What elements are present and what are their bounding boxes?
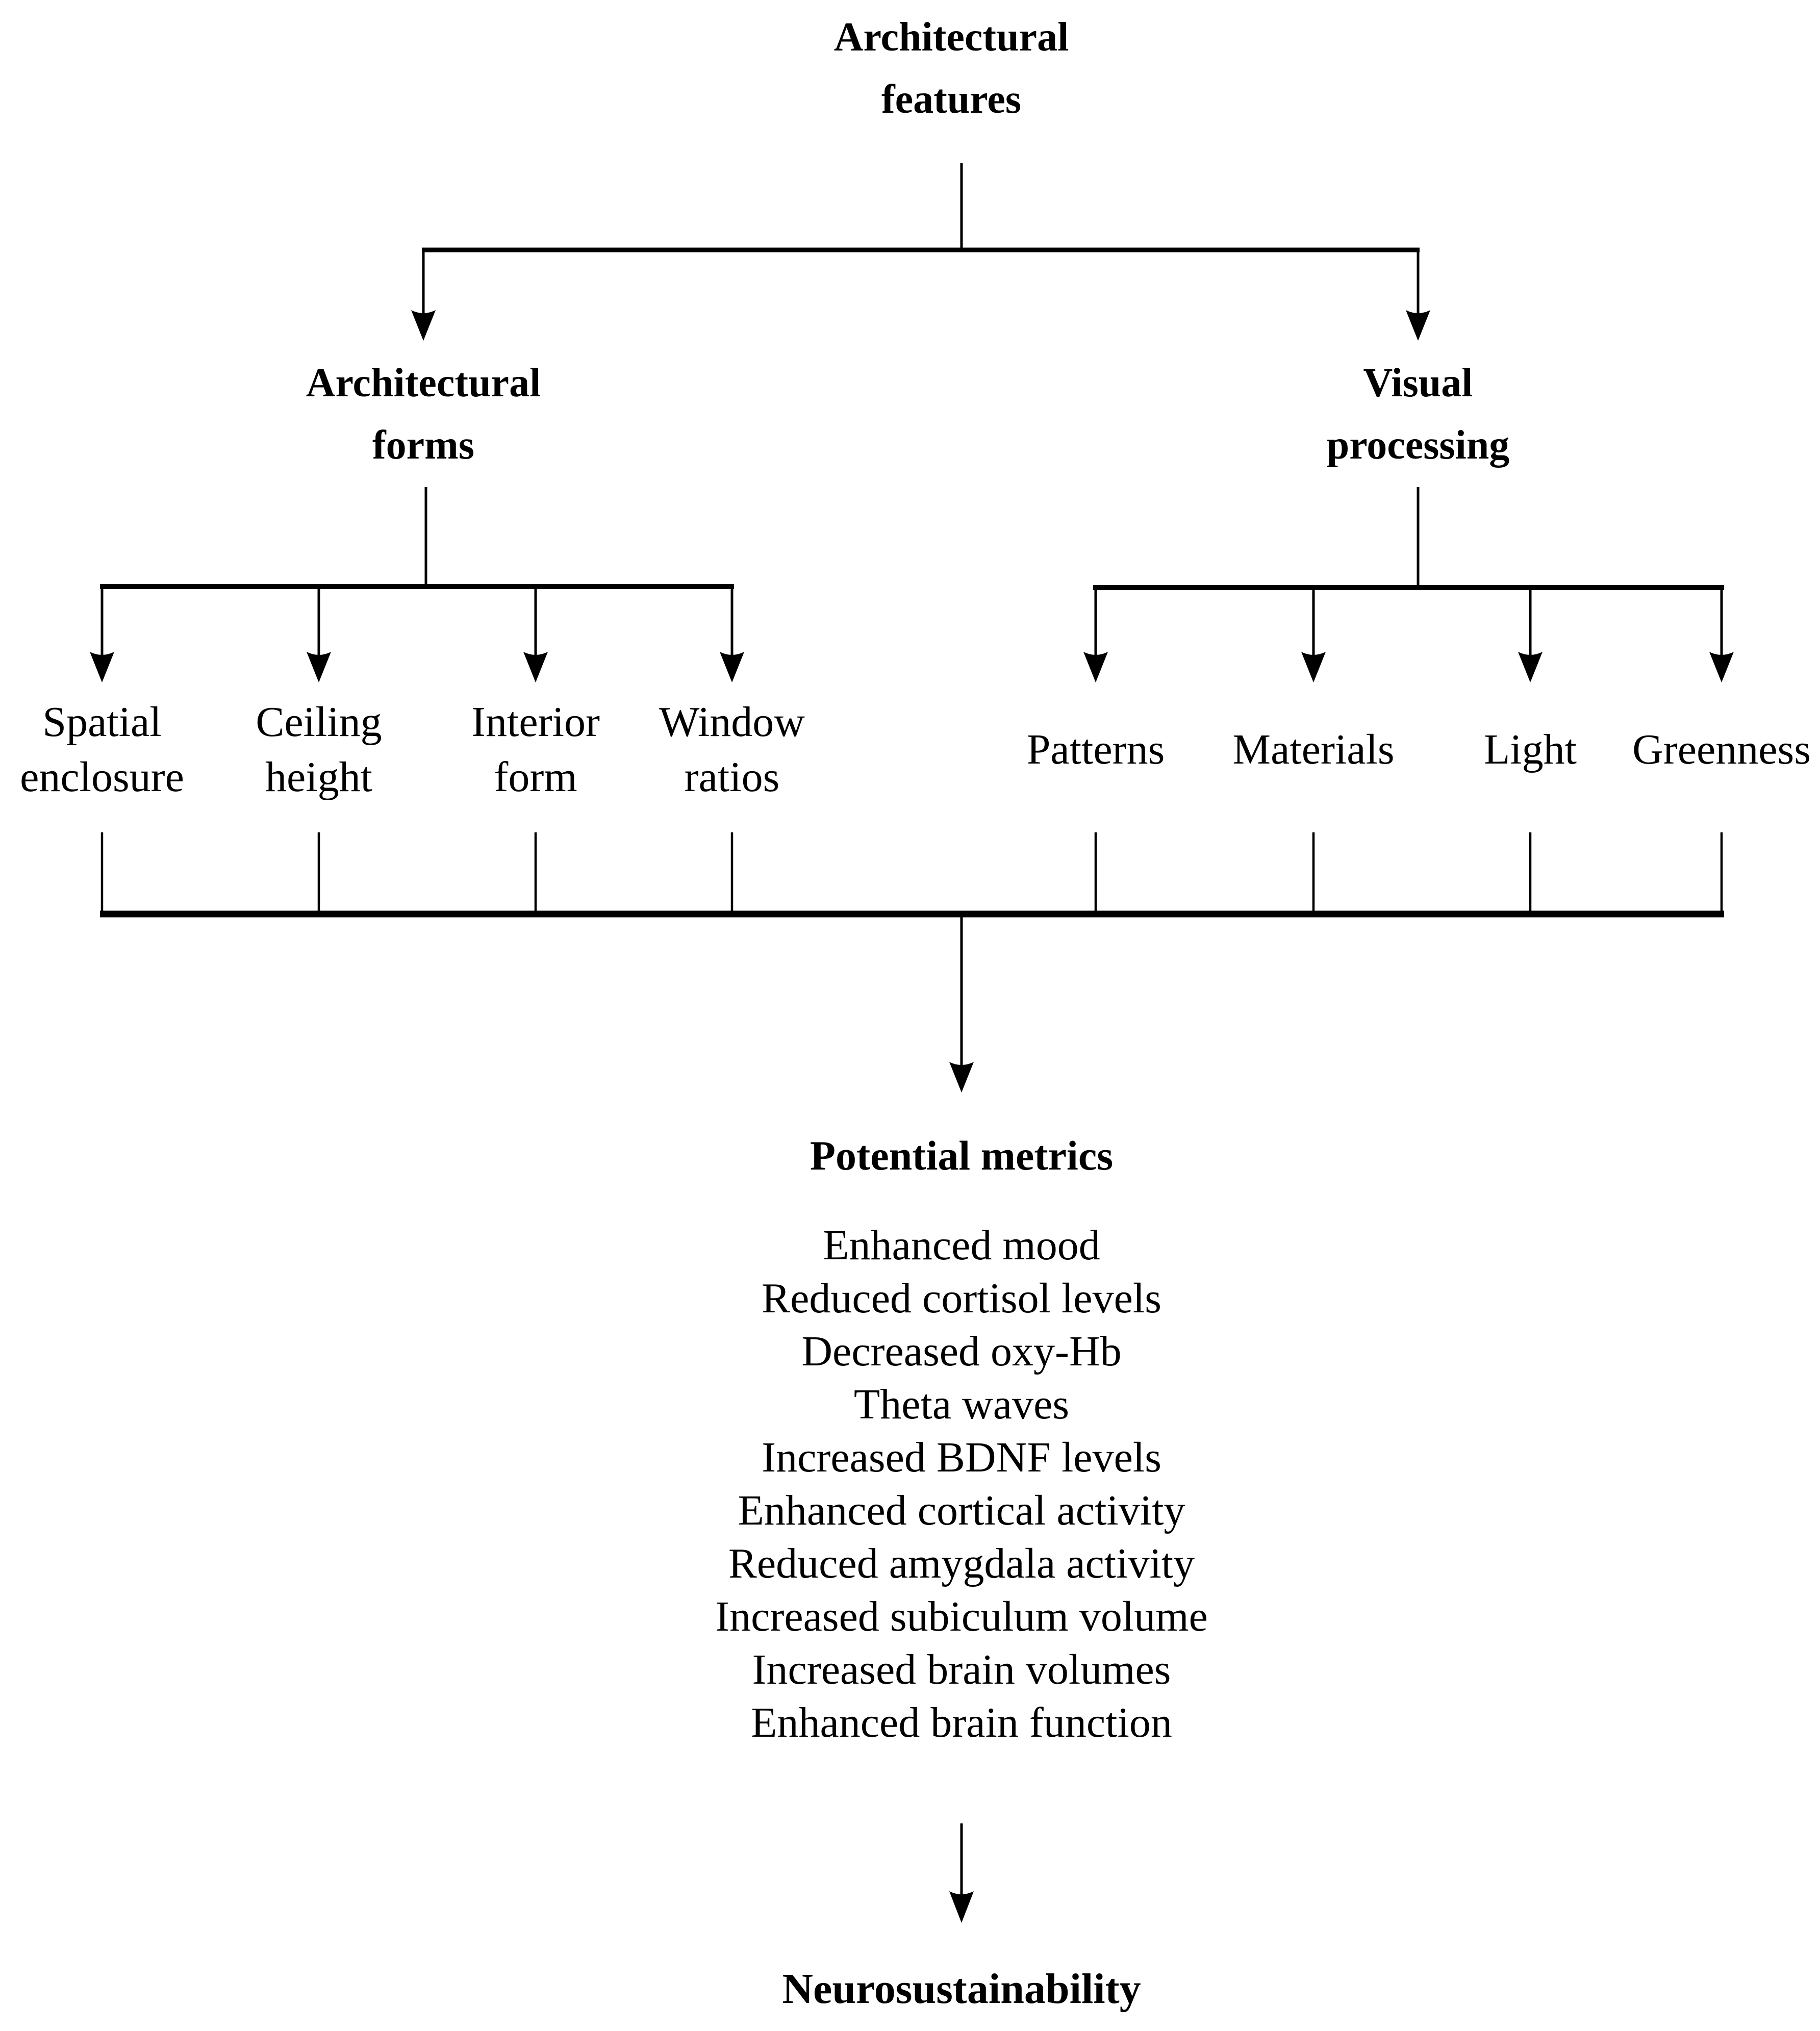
arrowhead-greenness [1709, 652, 1734, 682]
node-architectural-forms-line2: forms [372, 423, 474, 468]
arrowhead-spatial-enclosure [90, 652, 114, 682]
metric-item: Decreased oxy-Hb [801, 1328, 1122, 1375]
node-interior-form: Interior form [471, 695, 600, 805]
node-spatial-enclosure: Spatial enclosure [20, 695, 184, 805]
node-window-ratios-line2: ratios [684, 753, 780, 801]
node-window-ratios-line1: Window [659, 698, 805, 746]
arrowhead-potential-metrics [949, 1062, 974, 1093]
node-window-ratios: Window ratios [659, 695, 805, 805]
node-neurosustainability: Neurosustainability [782, 1965, 1141, 2013]
metric-item: Increased brain volumes [752, 1646, 1171, 1693]
arrowhead-architectural-forms [411, 310, 436, 341]
node-architectural-features: Architectural features [834, 6, 1069, 131]
node-visual-processing-line2: processing [1326, 423, 1510, 468]
arrowhead-patterns [1083, 652, 1108, 682]
node-ceiling-height-line1: Ceiling [256, 698, 382, 746]
metric-item: Increased BDNF levels [762, 1434, 1161, 1481]
arrowhead-light [1518, 652, 1543, 682]
node-spatial-enclosure-line1: Spatial [42, 698, 162, 746]
node-architectural-forms: Architectural forms [306, 352, 541, 476]
node-visual-processing-line1: Visual [1363, 361, 1473, 405]
node-interior-form-line2: form [494, 753, 577, 801]
arrowhead-visual-processing [1406, 310, 1430, 341]
arrowhead-ceiling-height [307, 652, 331, 682]
node-ceiling-height: Ceiling height [256, 695, 382, 805]
node-ceiling-height-line2: height [265, 753, 372, 801]
potential-metrics-list: Enhanced mood Reduced cortisol levels De… [715, 1219, 1208, 1749]
arrowhead-materials [1301, 652, 1326, 682]
node-spatial-enclosure-line2: enclosure [20, 753, 184, 801]
node-greenness: Greenness [1632, 726, 1811, 773]
node-visual-processing: Visual processing [1327, 352, 1510, 476]
node-potential-metrics-title: Potential metrics [810, 1132, 1114, 1179]
metric-item: Theta waves [853, 1381, 1070, 1428]
metric-item: Enhanced cortical activity [738, 1487, 1185, 1534]
node-architectural-features-line2: features [881, 77, 1021, 122]
arrowhead-neurosustainability [949, 1891, 974, 1923]
metric-item: Enhanced brain function [751, 1699, 1172, 1746]
node-materials: Materials [1232, 726, 1395, 773]
node-patterns: Patterns [1026, 726, 1165, 773]
node-architectural-features-line1: Architectural [833, 15, 1069, 60]
node-architectural-forms-line1: Architectural [306, 361, 541, 405]
metric-item: Reduced cortisol levels [762, 1275, 1161, 1322]
node-light: Light [1484, 726, 1577, 773]
node-interior-form-line1: Interior [471, 698, 600, 746]
arrowhead-window-ratios [720, 652, 744, 682]
metric-item: Reduced amygdala activity [728, 1540, 1195, 1587]
metric-item: Increased subiculum volume [715, 1593, 1208, 1640]
metric-item: Enhanced mood [823, 1222, 1100, 1269]
arrowhead-interior-form [523, 652, 548, 682]
